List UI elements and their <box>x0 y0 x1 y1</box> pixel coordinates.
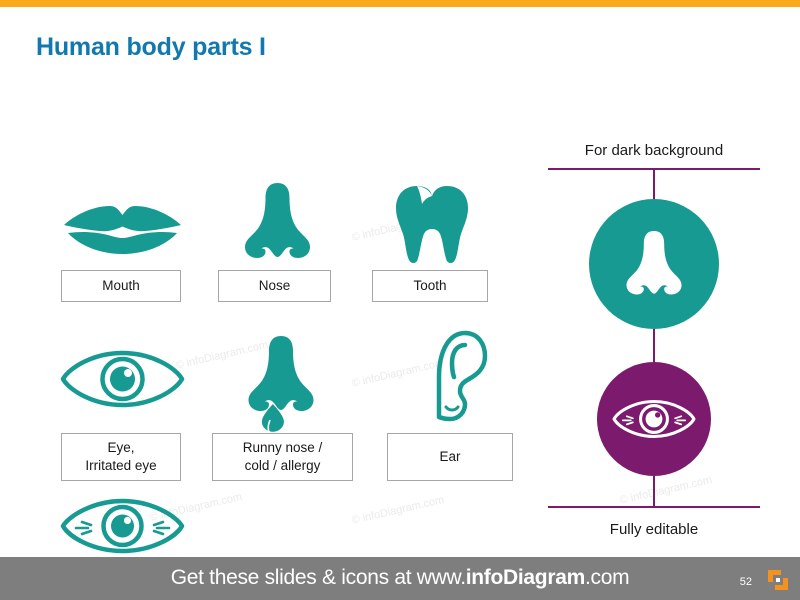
dark-eye-circle-icon[interactable] <box>597 362 711 476</box>
tooth-icon[interactable] <box>392 180 472 268</box>
footer-brand: infoDiagram <box>465 566 586 589</box>
label-tooth-text: Tooth <box>413 278 447 294</box>
label-tooth[interactable]: Tooth <box>372 270 488 302</box>
label-runny-line1: Runny nose / <box>242 440 323 456</box>
label-ear[interactable]: Ear <box>387 433 513 481</box>
panel-stem-bottom <box>653 476 655 506</box>
footer-bar: Get these slides & icons at www.infoDiag… <box>0 557 800 600</box>
runny-nose-icon[interactable] <box>237 333 325 433</box>
label-mouth-text: Mouth <box>102 278 140 294</box>
label-nose-text: Nose <box>258 278 291 294</box>
dark-background-caption: For dark background <box>584 142 724 159</box>
footer-text-after: .com <box>584 566 630 589</box>
top-accent-bar <box>0 0 800 7</box>
dark-nose-circle-icon[interactable] <box>589 199 719 329</box>
page-number: 52 <box>739 576 752 588</box>
footer-text: Get these slides & icons at www.infoDiag… <box>0 566 800 590</box>
eye-icon[interactable] <box>60 345 185 413</box>
irritated-eye-icon[interactable] <box>60 495 185 557</box>
ear-icon[interactable] <box>421 325 491 425</box>
page-title: Human body parts I <box>36 33 266 61</box>
label-runny-line2: cold / allergy <box>244 458 321 473</box>
watermark: © infoDiagram.com <box>618 473 714 507</box>
panel-stem-top <box>653 168 655 200</box>
watermark: © infoDiagram.com <box>350 493 446 527</box>
label-ear-text: Ear <box>439 449 461 465</box>
label-eye-line2: Irritated eye <box>85 458 157 473</box>
label-eye[interactable]: Eye, Irritated eye <box>61 433 181 481</box>
nose-icon[interactable] <box>235 178 320 266</box>
infodiagram-logo-icon <box>766 568 790 592</box>
panel-stem-middle <box>653 329 655 362</box>
label-runny-nose[interactable]: Runny nose / cold / allergy <box>212 433 353 481</box>
panel-rule-bottom <box>548 506 760 508</box>
label-mouth[interactable]: Mouth <box>61 270 181 302</box>
fully-editable-caption: Fully editable <box>609 521 699 538</box>
label-nose[interactable]: Nose <box>218 270 331 302</box>
footer-text-before: Get these slides & icons at www. <box>170 566 466 589</box>
label-eye-line1: Eye, <box>107 440 135 456</box>
mouth-icon[interactable] <box>60 195 185 260</box>
